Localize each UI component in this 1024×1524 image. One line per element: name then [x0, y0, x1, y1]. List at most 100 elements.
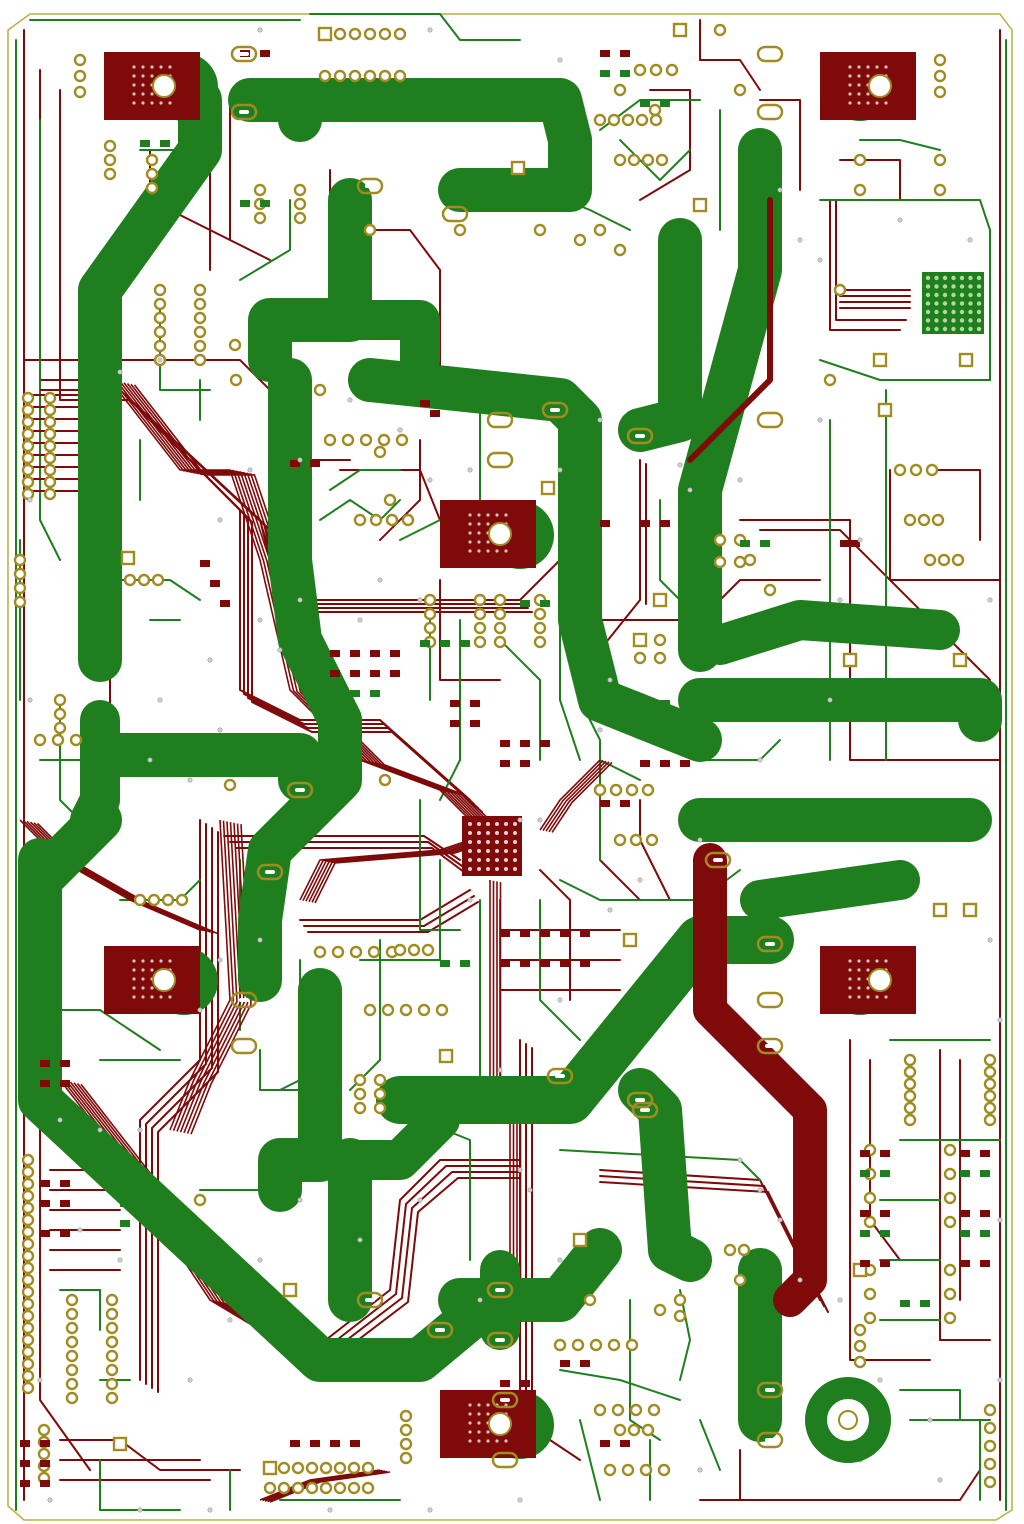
via-icon	[150, 986, 154, 990]
via-icon	[486, 1430, 490, 1434]
pad-hole	[495, 1338, 505, 1342]
via-icon	[132, 977, 136, 981]
pad-icon	[983, 1077, 997, 1091]
pad-icon	[713, 23, 727, 37]
bga-ball	[934, 318, 939, 323]
pad-icon	[153, 297, 167, 311]
via-icon	[417, 597, 423, 603]
smd-pad	[620, 70, 630, 77]
bga-ball	[976, 284, 982, 289]
smd-pad	[370, 670, 380, 677]
bga-ball	[934, 309, 939, 315]
pad-icon	[21, 1309, 35, 1323]
pad-icon	[363, 69, 377, 83]
bus-trace	[169, 819, 231, 1131]
pad-icon	[626, 1091, 654, 1109]
pad-icon	[589, 1338, 603, 1352]
pad-icon	[622, 932, 638, 948]
via-icon	[777, 1217, 783, 1223]
via-icon	[468, 522, 472, 526]
pad-icon	[756, 45, 784, 63]
smd-pad	[880, 1230, 890, 1237]
smd-pad	[860, 1170, 870, 1177]
pad-icon	[423, 607, 437, 621]
via-icon	[857, 101, 861, 105]
bga-ball	[486, 867, 490, 871]
via-icon	[857, 537, 863, 543]
via-icon	[132, 74, 136, 78]
pad-icon	[983, 1089, 997, 1103]
pad-icon	[319, 1481, 333, 1495]
smd-pad	[620, 800, 630, 807]
via-icon	[697, 1467, 703, 1473]
smd-pad	[440, 960, 450, 967]
pad-hole	[765, 1044, 775, 1048]
via-icon	[607, 907, 613, 913]
bga-ball	[495, 849, 499, 853]
pad-icon	[541, 401, 569, 419]
bga-ball	[942, 326, 948, 332]
smd-pad	[350, 690, 360, 697]
via-icon	[159, 65, 163, 69]
pad-icon	[378, 69, 392, 83]
pad-icon	[823, 373, 837, 387]
smd-pad	[60, 1180, 70, 1187]
pad-icon	[105, 1321, 119, 1335]
bga-ball	[951, 309, 956, 315]
pad-icon	[112, 1436, 128, 1452]
pad-icon	[13, 581, 27, 595]
smd-pad	[440, 640, 450, 647]
pad-icon	[621, 1463, 635, 1477]
smd-pad	[680, 760, 690, 767]
pad-icon	[291, 1481, 305, 1495]
pad-icon	[21, 1177, 35, 1191]
board-outline	[7, 13, 1013, 1521]
pad-icon	[65, 1377, 79, 1391]
pad-icon	[853, 1339, 867, 1353]
pad-icon	[493, 621, 507, 635]
pad-icon	[193, 339, 207, 353]
via-icon	[477, 549, 481, 553]
smd-pad	[160, 140, 170, 147]
via-icon	[875, 65, 879, 69]
pad-icon	[393, 943, 407, 957]
pad-hole	[239, 52, 249, 56]
pad-icon	[553, 1338, 567, 1352]
via-icon	[504, 549, 508, 553]
via-icon	[132, 986, 136, 990]
smd-pad	[860, 1210, 870, 1217]
via-icon	[207, 1507, 213, 1513]
pad-icon	[229, 373, 243, 387]
smd-pad	[660, 760, 670, 767]
smd-pad	[500, 960, 510, 967]
pad-icon	[293, 183, 307, 197]
bga-ball	[951, 301, 956, 306]
bga-ball	[477, 840, 481, 844]
pad-icon	[943, 1311, 957, 1325]
pad-icon	[313, 945, 327, 959]
via-icon	[141, 101, 145, 105]
pad-icon	[583, 1293, 597, 1307]
bus-trace	[305, 840, 477, 902]
pad-icon	[655, 153, 669, 167]
via-icon	[527, 1187, 533, 1193]
pad-icon	[931, 513, 945, 527]
smd-pad	[390, 670, 400, 677]
via-icon	[150, 101, 154, 105]
pad-icon	[486, 1331, 514, 1349]
via-icon	[877, 1377, 883, 1383]
via-icon	[132, 995, 136, 999]
bga-ball	[477, 867, 481, 871]
pad-hole	[765, 110, 775, 114]
smd-pad	[370, 690, 380, 697]
via-icon	[857, 92, 861, 96]
bus-trace	[311, 841, 483, 903]
pad-icon	[361, 1481, 375, 1495]
pad-icon	[540, 480, 556, 496]
pad-icon	[21, 427, 35, 441]
smd-pad	[500, 740, 510, 747]
via-icon	[217, 727, 223, 733]
bga-ball	[504, 849, 508, 853]
bus-trace	[172, 820, 235, 1131]
via-icon	[477, 522, 481, 526]
